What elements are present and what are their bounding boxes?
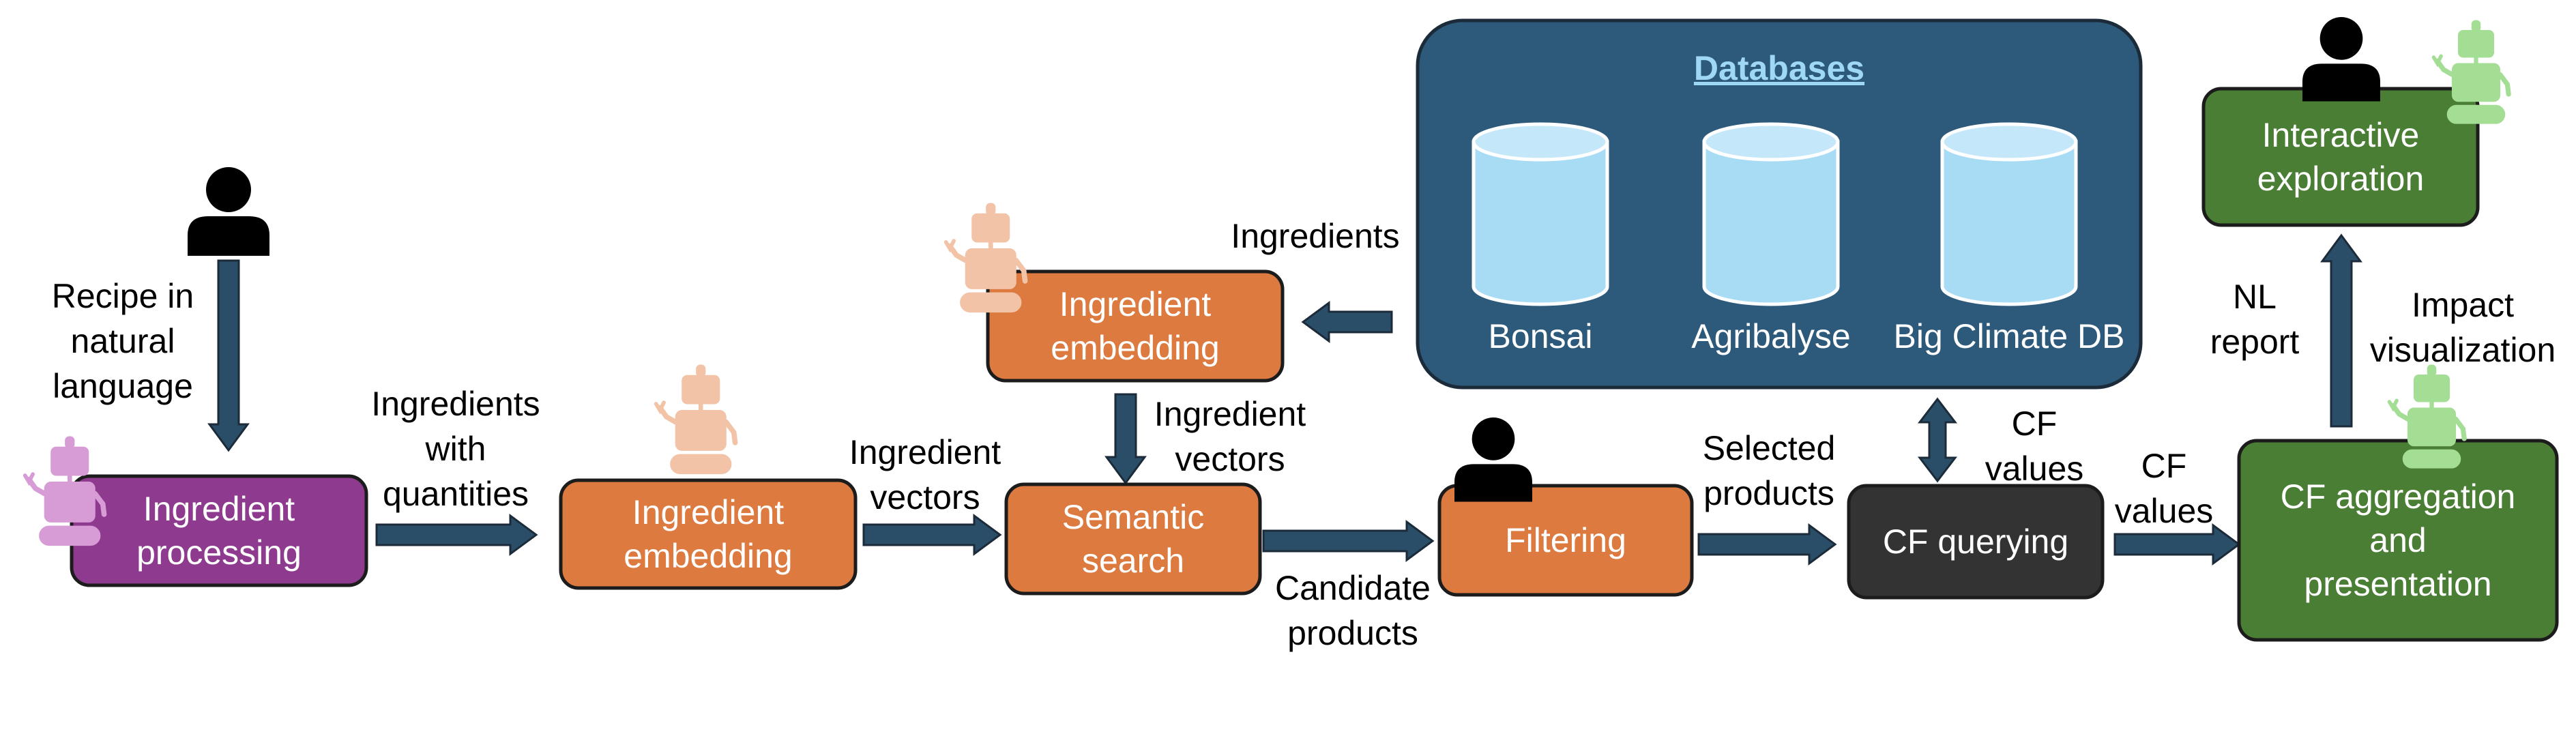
robot-icon-embedding-1 bbox=[656, 365, 735, 474]
box-cf-querying: CF querying bbox=[1847, 484, 2105, 600]
database-cylinders: Bonsai Agribalyse Big Climate DB bbox=[1472, 122, 2125, 355]
database-bonsai-label: Bonsai bbox=[1489, 317, 1593, 355]
label-ingredients: Ingredients bbox=[1231, 217, 1399, 255]
database-agribalyse: Agribalyse bbox=[1691, 122, 1851, 355]
person-icon-exploration bbox=[2302, 17, 2380, 102]
arrow-db-to-embedding bbox=[1301, 301, 1393, 343]
arrow-aggregation-to-exploration bbox=[2320, 233, 2362, 428]
person-icon-filtering bbox=[1454, 417, 1532, 502]
database-bonsai: Bonsai bbox=[1472, 122, 1609, 355]
box-cf-querying-label: CF querying bbox=[1883, 523, 2068, 561]
robot-icon-processing bbox=[25, 437, 104, 546]
arrow-embedding-to-search-down bbox=[1104, 393, 1147, 485]
arrows bbox=[207, 233, 2362, 566]
arrow-embedding-to-search bbox=[862, 514, 1002, 556]
robot-icon-embedding-2 bbox=[946, 203, 1025, 312]
box-filtering-label: Filtering bbox=[1505, 521, 1626, 559]
database-big-climate-db-label: Big Climate DB bbox=[1894, 317, 2125, 355]
arrow-recipe-to-processing bbox=[207, 259, 250, 452]
arrow-processing-to-embedding bbox=[375, 514, 538, 556]
person-icon-recipe bbox=[188, 167, 269, 256]
arrow-filtering-to-querying bbox=[1697, 523, 1837, 566]
database-agribalyse-label: Agribalyse bbox=[1691, 317, 1850, 355]
arrow-db-querying-bidirectional bbox=[1917, 397, 1958, 483]
arrow-search-to-filtering bbox=[1262, 520, 1435, 562]
databases-title: Databases bbox=[1694, 49, 1864, 87]
box-filtering: Filtering bbox=[1437, 484, 1694, 597]
database-big-climate-db: Big Climate DB bbox=[1894, 122, 2125, 355]
arrow-querying-to-aggregation bbox=[2113, 523, 2241, 566]
